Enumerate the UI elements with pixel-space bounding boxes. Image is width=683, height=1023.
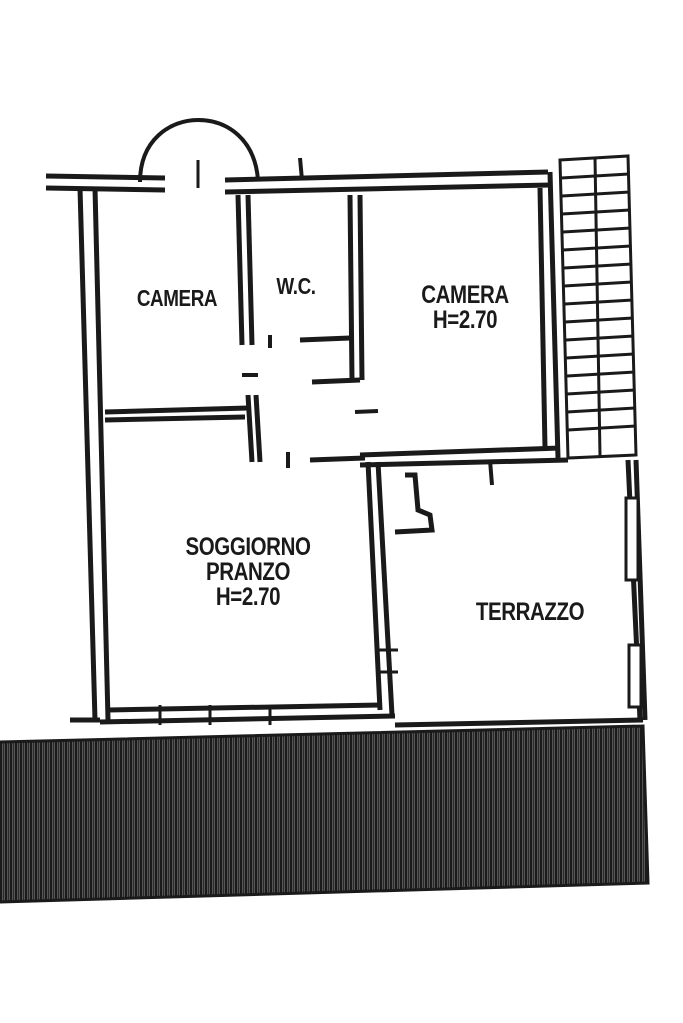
room-label-wc: W.C. [263,275,329,298]
room-name: CAMERA [136,285,218,311]
bottom-windows [158,648,398,725]
terrace-windows [624,496,643,709]
bay-window-arc [138,117,260,183]
ground-hatch [0,724,650,904]
interior-walls [104,194,435,716]
room-name: SOGGIORNO [185,533,311,561]
exterior-walls [45,169,648,728]
room-name-line2: PRANZO [205,558,291,586]
room-height: H=2.70 [215,583,281,611]
room-label-camera-left: CAMERA [124,287,231,310]
room-name: TERRAZZO [475,598,585,626]
room-label-camera-right: CAMERA H=2.70 [408,283,523,333]
room-label-soggiorno: SOGGIORNO PRANZO H=2.70 [166,535,330,610]
room-label-terrazzo: TERRAZZO [456,600,604,625]
room-name: W.C. [276,273,316,299]
staircase [558,154,638,460]
door-marks [242,157,494,486]
room-height: H=2.70 [432,306,498,334]
room-name: CAMERA [421,281,509,309]
